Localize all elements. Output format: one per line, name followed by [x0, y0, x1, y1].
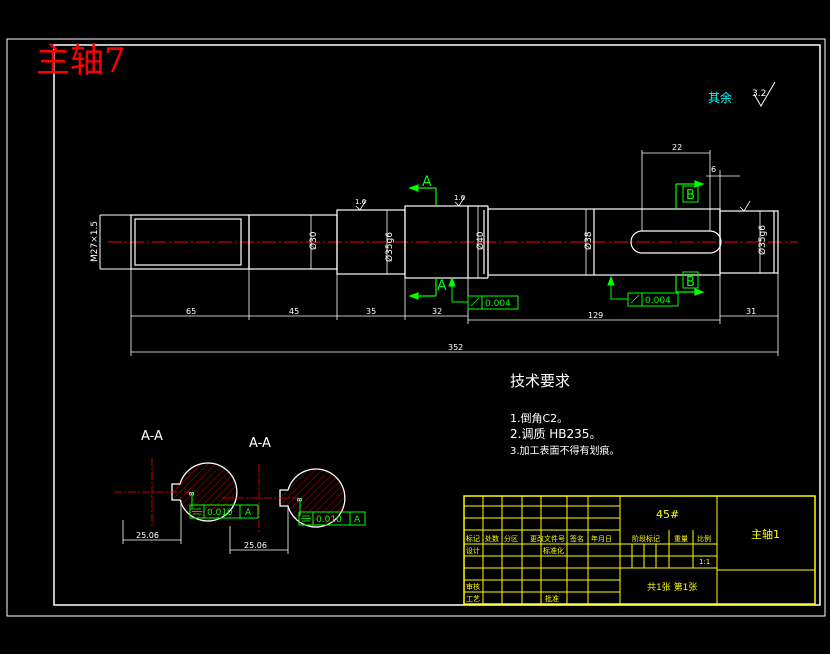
section-marker-a	[408, 184, 437, 300]
dim-key-22: 22	[672, 143, 682, 152]
dim-35: 35	[366, 307, 376, 316]
dim-45: 45	[289, 307, 299, 316]
tb-std: 标准化	[543, 546, 564, 555]
sym-value-1: 0.010	[207, 508, 233, 518]
section-label-a-top: A	[422, 174, 432, 190]
tb-docno: 更改文件号	[530, 534, 565, 543]
dim-d30: Ø30	[308, 231, 319, 250]
roughness-symbol-icon	[753, 81, 776, 107]
tb-date: 年月日	[591, 534, 612, 543]
tb-weight: 重量	[674, 535, 688, 543]
tb-part-name: 主轴1	[751, 527, 780, 541]
title-block	[463, 495, 816, 605]
tb-scale: 1:1	[699, 558, 710, 566]
tb-design: 设计	[466, 546, 480, 555]
section-label-b-box-top	[682, 185, 699, 203]
sym-datum-2: A	[354, 515, 361, 525]
dim-d40: Ø40	[475, 231, 486, 250]
tb-process: 工艺	[466, 595, 480, 603]
section-label-b-bottom: B	[686, 275, 695, 290]
drawing-title: 主轴7	[36, 41, 126, 81]
rough-2: 1.6	[454, 194, 466, 202]
tb-sheet: 共1张 第1张	[647, 581, 697, 593]
section-dia-2: 25.06	[244, 541, 267, 550]
section-label-b-top: B	[686, 188, 695, 203]
sym-datum-1: A	[245, 508, 252, 518]
dim-d35-fit: Ø35g6	[384, 232, 395, 262]
dim-d38: Ø38	[583, 231, 594, 250]
outer-frame	[6, 38, 826, 617]
section-view-label-2: A-A	[249, 436, 271, 451]
sym-value-2: 0.010	[316, 515, 342, 525]
section-view-1	[114, 458, 238, 544]
section-label-b-box-bottom	[682, 271, 699, 289]
dim-352: 352	[448, 343, 463, 352]
runout-icon	[470, 294, 640, 307]
tb-check: 审核	[466, 582, 480, 591]
tb-mark: 标记	[466, 534, 480, 543]
tech-item-3: 3.加工表面不得有划痕。	[510, 444, 620, 457]
tb-approve: 批准	[545, 594, 559, 603]
runout-value-2: 0.004	[645, 296, 671, 306]
section-label-a-bottom: A	[437, 278, 447, 294]
shaft-outline	[130, 205, 779, 279]
dim-31: 31	[746, 307, 756, 316]
tb-zone: 分区	[504, 534, 518, 543]
dim-65: 65	[186, 307, 196, 316]
inner-frame	[53, 44, 821, 606]
symmetry-icon	[192, 508, 311, 522]
dim-d35-end: Ø35g6	[757, 225, 768, 255]
tb-ratio: 比例	[697, 534, 711, 543]
tb-material: 45#	[656, 508, 679, 521]
dim-thread: M27×1.5	[90, 221, 100, 262]
roughness-note: 其余	[708, 90, 732, 105]
tb-count: 处数	[485, 534, 499, 543]
section-dia-1: 25.06	[136, 531, 159, 540]
roughness-mark-icon	[355, 195, 751, 212]
dim-32: 32	[432, 307, 442, 316]
section-marker-b	[675, 180, 705, 296]
section-view-label-1: A-A	[141, 429, 163, 444]
tech-heading: 技术要求	[510, 372, 570, 390]
rough-1: 1.6	[355, 198, 367, 206]
tech-item-2: 2.调质 HB235。	[510, 427, 601, 441]
dim-key-6: 6	[711, 165, 716, 174]
runout-value-1: 0.004	[485, 299, 511, 309]
tb-stage: 阶段标记	[632, 534, 660, 543]
roughness-value: 3.2	[752, 89, 766, 99]
shaft-left-end	[99, 214, 131, 270]
dim-129: 129	[588, 311, 603, 320]
tb-sign: 签名	[570, 534, 584, 543]
tech-item-1: 1.倒角C2。	[510, 412, 568, 425]
